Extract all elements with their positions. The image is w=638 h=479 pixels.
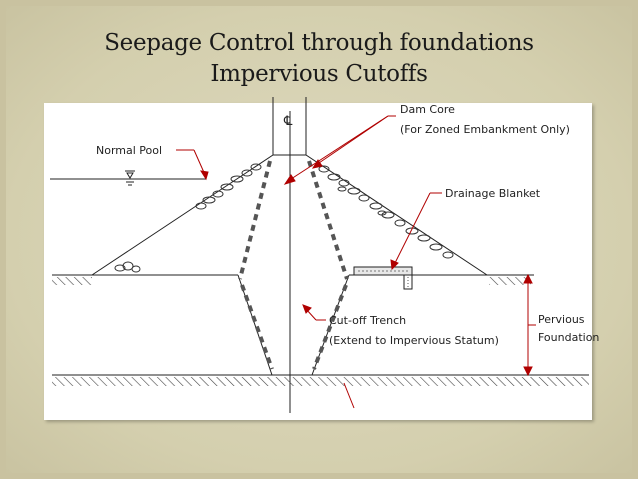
cutoff-trench — [237, 274, 350, 376]
label-cutoff-trench: Cut-off Trench — [329, 314, 406, 327]
slide-title: Seepage Control through foundations — [104, 30, 534, 56]
ground-surface — [52, 274, 534, 285]
dam-cross-section-diagram: ℄ — [44, 97, 599, 420]
drainage-blanket — [353, 266, 413, 290]
pervious-foundation-dimension — [523, 273, 536, 377]
centerline-symbol: ℄ — [283, 114, 293, 129]
impervious-stratum — [52, 374, 589, 386]
core-crest-box — [272, 97, 307, 155]
core-hatching — [238, 160, 349, 370]
label-foundation: Foundation — [538, 331, 599, 344]
embankment-outline — [91, 154, 488, 276]
label-cutoff-trench-note: (Extend to Impervious Statum) — [329, 334, 499, 347]
label-normal-pool: Normal Pool — [96, 144, 162, 157]
leader-lines — [176, 115, 442, 409]
dam-cross-section-svg: ℄ — [50, 97, 599, 413]
label-pervious: Pervious — [538, 313, 585, 326]
downstream-riprap — [318, 165, 454, 259]
upstream-riprap — [114, 163, 262, 273]
label-dam-core-note: (For Zoned Embankment Only) — [400, 123, 570, 136]
normal-pool-water — [50, 170, 206, 186]
label-drainage-blanket: Drainage Blanket — [445, 187, 541, 200]
label-dam-core: Dam Core — [400, 103, 455, 116]
slide-subtitle: Impervious Cutoffs — [210, 61, 428, 87]
